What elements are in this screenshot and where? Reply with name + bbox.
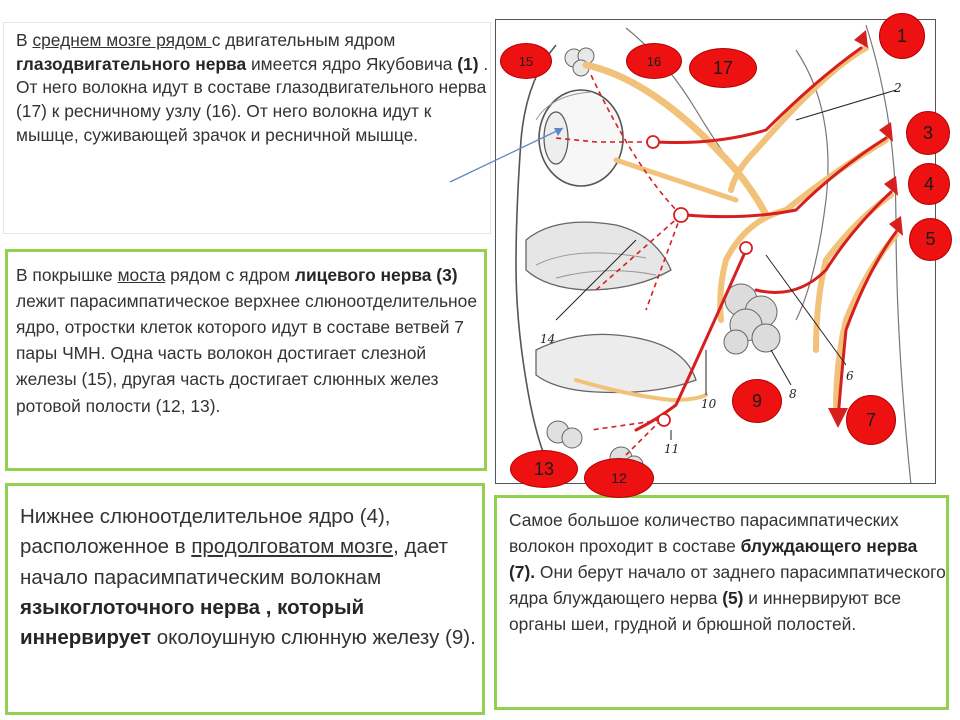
- diagram-label-8: 8: [789, 387, 797, 401]
- diagram-label-2: 2: [893, 81, 902, 95]
- text-box-vagus: Самое большое количество парасимпатическ…: [494, 495, 949, 710]
- parasympathetic-fibers: [634, 46, 898, 432]
- badge-3: 3: [906, 111, 950, 155]
- text-box-facial-nerve: В покрышке моста рядом с ядром лицевого …: [5, 249, 487, 471]
- text-run: Они берут начало от заднего парасимпатич…: [509, 562, 946, 609]
- text-run: околоушную слюнную железу (9).: [151, 626, 476, 650]
- badge-15: 15: [500, 43, 552, 79]
- bold-ref-5: (5): [722, 588, 744, 609]
- text-run: Самое большое количество парасимпатическ…: [509, 510, 899, 557]
- parotid-gland: [723, 283, 781, 355]
- badge-5: 5: [909, 218, 952, 261]
- text-box-oculomotor: В среднем мозге рядом с двигательным ядр…: [3, 22, 491, 234]
- text-run: и иннервируют все органы шеи, грудной и …: [509, 588, 902, 635]
- text-run: В покрышке: [16, 265, 118, 285]
- badge-16: 16: [626, 43, 682, 79]
- diagram-label-6: 6: [846, 369, 854, 383]
- underlined-term-medulla: продолговатом мозге: [191, 535, 394, 559]
- text-run: с двигательным ядром: [211, 30, 396, 50]
- eyeball: [535, 89, 624, 187]
- nucleus-arrows: [828, 30, 903, 428]
- ganglia: [646, 135, 753, 427]
- bold-term-facial-nerve: лицевого нерва (3): [294, 265, 458, 285]
- bold-term-glossopharyngeal: языкоглоточного нерва , который иннервир…: [20, 595, 365, 650]
- text-run: В: [16, 30, 33, 50]
- lacrimal-gland: [564, 47, 595, 77]
- nasal-cavity: [525, 221, 672, 291]
- badge-4: 4: [908, 163, 950, 205]
- underlined-term-midbrain: среднем мозге рядом: [32, 30, 212, 50]
- badge-1: 1: [879, 13, 925, 59]
- diagram-label-11: 11: [664, 442, 679, 456]
- bold-term-vagus-nerve: блуждающего нерва (7).: [509, 536, 918, 583]
- dashed-fibers: [555, 74, 682, 456]
- bold-term-oculomotor-nerve: глазодвигательного нерва: [16, 53, 247, 74]
- anatomy-diagram: 2 6 8 10 11 14: [495, 19, 936, 484]
- badge-9: 9: [732, 379, 782, 423]
- text-run: Нижнее слюноотделительное ядро (4), расп…: [20, 505, 391, 559]
- badge-17: 17: [689, 48, 757, 88]
- text-box-glossopharyngeal: Нижнее слюноотделительное ядро (4), расп…: [5, 483, 485, 715]
- face-outline: [515, 44, 557, 461]
- bold-ref-1: (1): [457, 53, 479, 74]
- underlined-term-pons: моста: [117, 265, 166, 285]
- text-run: , дает начало парасимпатическим волокнам: [20, 535, 448, 589]
- label-pointers: [555, 89, 897, 440]
- text-run: рядом с ядром: [165, 265, 295, 285]
- badge-7: 7: [846, 395, 896, 445]
- diagram-label-14: 14: [540, 332, 555, 346]
- oral-cavity: [535, 333, 697, 394]
- badge-13: 13: [510, 450, 578, 488]
- text-run: . От него волокна идут в составе глазодв…: [16, 53, 489, 145]
- text-run: лежит парасимпатическое верхнее слюноотд…: [16, 291, 477, 416]
- badge-12: 12: [584, 458, 654, 498]
- text-run: имеется ядро Якубовича: [246, 53, 458, 74]
- diagram-label-10: 10: [701, 397, 717, 411]
